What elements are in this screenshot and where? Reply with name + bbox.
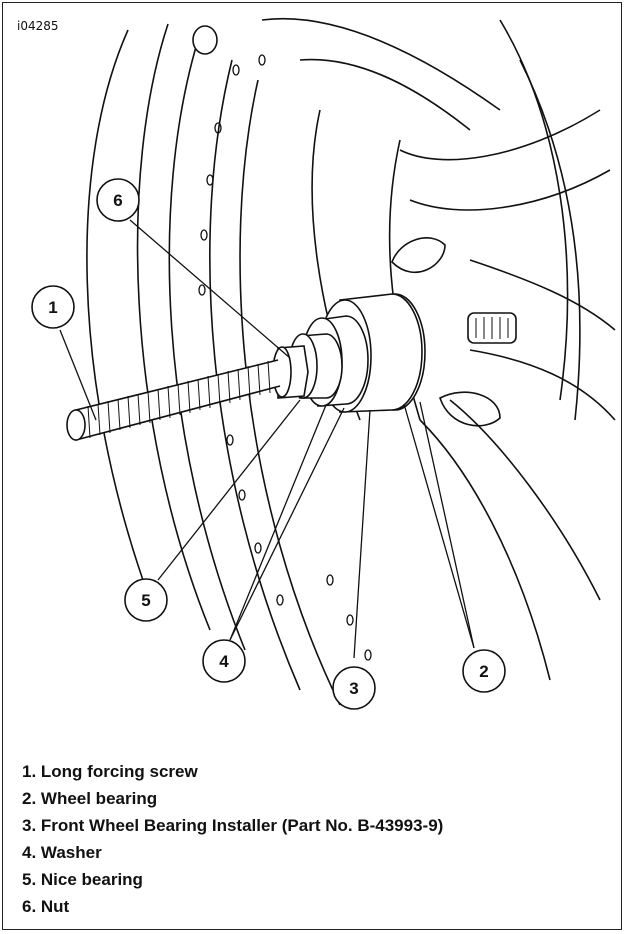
- callout-6: 6: [96, 178, 140, 222]
- rotor-hole: [346, 614, 354, 626]
- spoke-right-2: [469, 349, 616, 421]
- leader-6: [129, 219, 291, 359]
- spoke-lower: [419, 419, 551, 681]
- callout-2: 2: [462, 649, 506, 693]
- rotor-hole: [214, 122, 222, 134]
- wheel-bearing-illustration: 1 6 5 4 3 2: [31, 18, 616, 710]
- figure-id: i04285: [17, 19, 59, 33]
- rotor-hole: [254, 542, 262, 554]
- svg-text:6: 6: [113, 191, 122, 210]
- rim-outer: [209, 59, 301, 691]
- callout-1: 1: [31, 285, 75, 329]
- leader-2a: [403, 403, 475, 649]
- callout-5: 5: [124, 578, 168, 622]
- forcing-screw-end: [66, 409, 86, 441]
- rotor-hole: [276, 594, 284, 606]
- legend-item: 1. Long forcing screw: [22, 762, 198, 781]
- legend-item: 5. Nice bearing: [22, 870, 143, 889]
- rotor-hole: [232, 64, 240, 76]
- leader-4b: [229, 407, 345, 641]
- leader-4: [229, 404, 327, 641]
- spoke-hole-upper: [391, 237, 446, 274]
- rotor-bolt: [192, 25, 218, 55]
- rotor-hole: [326, 574, 334, 586]
- rim-edge-2: [299, 58, 471, 131]
- parts-legend: 1. Long forcing screw 2. Wheel bearing 3…: [22, 758, 443, 920]
- legend-item: 2. Wheel bearing: [22, 789, 158, 808]
- rotor-hole: [364, 649, 372, 661]
- rotor-hole: [206, 174, 214, 186]
- rotor-hole: [258, 54, 266, 66]
- rotor-outer-edge: [86, 29, 151, 601]
- svg-text:2: 2: [479, 662, 488, 681]
- leader-lines: [59, 219, 475, 659]
- leader-2b: [419, 401, 475, 649]
- rim-right-2: [519, 59, 581, 421]
- svg-text:5: 5: [141, 591, 150, 610]
- spoke-hole-lower: [439, 391, 501, 427]
- rotor-hole: [226, 434, 234, 446]
- rotor-inner-edge-2: [168, 39, 246, 651]
- rim-edge: [261, 18, 501, 111]
- spoke-upper: [399, 109, 601, 161]
- leader-5: [157, 399, 301, 581]
- spoke-lower-2: [449, 399, 601, 601]
- axle-stub: [467, 312, 517, 344]
- legend-item: 6. Nut: [22, 897, 70, 916]
- screw-threads: [87, 317, 509, 439]
- rotor-inner-edge-1: [136, 23, 211, 631]
- svg-text:3: 3: [349, 679, 358, 698]
- rotor-hole: [238, 489, 246, 501]
- callout-4: 4: [202, 639, 246, 683]
- rotor-hole: [198, 284, 206, 296]
- callouts: 1 6 5 4 3 2: [31, 178, 506, 710]
- leader-3: [353, 409, 371, 659]
- legend-item: 4. Washer: [22, 843, 102, 862]
- svg-text:1: 1: [48, 298, 57, 317]
- callout-3: 3: [332, 666, 376, 710]
- spoke-right: [469, 259, 616, 331]
- legend-item: 3. Front Wheel Bearing Installer (Part N…: [22, 816, 444, 835]
- leader-1: [59, 329, 97, 421]
- spoke-upper-2: [409, 169, 611, 211]
- rotor-hole: [200, 229, 208, 241]
- svg-text:4: 4: [219, 652, 229, 671]
